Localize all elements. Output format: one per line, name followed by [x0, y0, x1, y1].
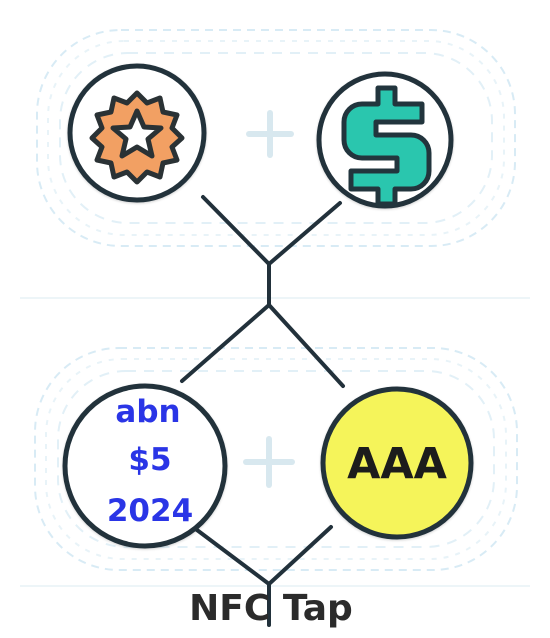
abn-line-2: $5 — [128, 442, 171, 478]
dollar-node — [316, 71, 454, 209]
abn-node: abn $5 2024 — [62, 383, 228, 549]
bottom-connectors — [191, 525, 333, 627]
plus-sign-top — [246, 110, 294, 158]
star-badge-icon — [89, 90, 185, 185]
aaa-node: AAA — [320, 386, 474, 540]
abn-line-3: 2024 — [107, 493, 193, 529]
top-connectors — [180, 195, 345, 388]
aaa-label: AAA — [347, 439, 448, 489]
nfc-tap-label: NFC Tap — [189, 588, 353, 629]
abn-line-1: abn — [115, 394, 180, 430]
plus-sign-bottom — [243, 436, 295, 488]
star-badge-node — [67, 63, 207, 203]
bottom-group-outline — [34, 347, 518, 571]
dollar-sign-icon — [341, 85, 432, 207]
top-group-outline — [36, 29, 516, 247]
